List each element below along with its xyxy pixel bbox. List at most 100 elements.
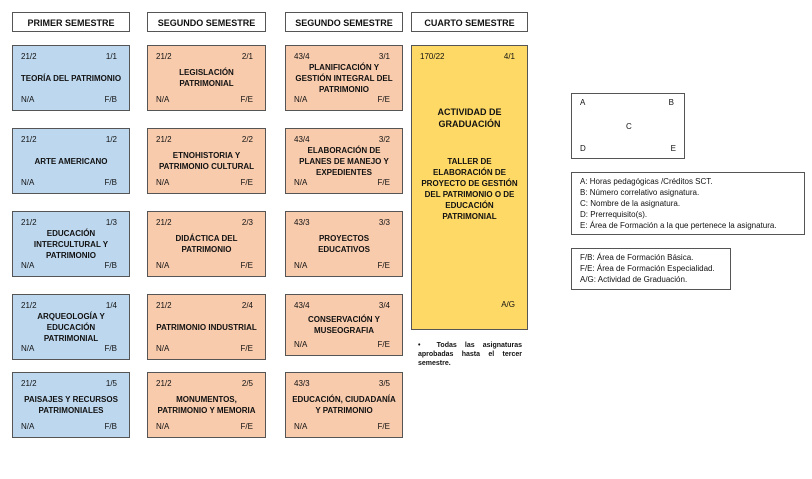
card-area: F/E — [377, 95, 390, 104]
card-course-name: EDUCACIÓN, CIUDADANÍA Y PATRIMONIO — [292, 395, 396, 415]
card-area: F/E — [240, 95, 253, 104]
area-item: F/B: Área de Formación Básica. — [580, 253, 694, 262]
legend-item: C: Nombre de la asignatura. — [580, 199, 681, 208]
card-area: F/E — [377, 178, 390, 187]
graduation-subtitle: TALLER DE ELABORACIÓN DE PROYECTO DE GES… — [421, 157, 518, 221]
card-number: 1/4 — [105, 301, 117, 310]
course-card-2-4: 21/2 2/4 PATRIMONIO INDUSTRIAL N/A F/E — [147, 294, 266, 360]
card-prerequisite: N/A — [156, 261, 170, 270]
card-area: F/E — [240, 178, 253, 187]
card-area: F/B — [104, 95, 117, 104]
card-prerequisite: N/A — [156, 178, 170, 187]
card-hours-credits: 21/2 — [21, 218, 37, 227]
card-prerequisite: N/A — [156, 344, 170, 353]
course-card-1-5: 21/2 1/5 PAISAJES Y RECURSOS PATRIMONIAL… — [12, 372, 130, 438]
legend-key-b: B — [668, 98, 674, 107]
card-hours-credits: 21/2 — [156, 301, 172, 310]
legend-key-e: E — [670, 144, 676, 153]
course-card-3-2: 43/4 3/2 ELABORACIÓN DE PLANES DE MANEJO… — [285, 128, 403, 194]
card-number: 1/1 — [105, 52, 117, 61]
header-semester-1: PRIMER SEMESTRE — [12, 12, 130, 32]
card-number: 1/5 — [105, 379, 117, 388]
course-card-1-3: 21/2 1/3 EDUCACIÓN INTERCULTURAL Y PATRI… — [12, 211, 130, 277]
course-card-1-4: 21/2 1/4 ARQUEOLOGÍA Y EDUCACIÓN PATRIMO… — [12, 294, 130, 360]
area-legend: F/B: Área de Formación Básica. F/E: Área… — [571, 248, 731, 290]
graduation-card: 170/22 4/1 ACTIVIDAD DE GRADUACIÓN TALLE… — [411, 45, 528, 330]
course-card-3-5: 43/3 3/5 EDUCACIÓN, CIUDADANÍA Y PATRIMO… — [285, 372, 403, 438]
card-area: F/E — [240, 422, 253, 431]
card-prerequisite: N/A — [294, 422, 308, 431]
card-number: 3/4 — [378, 301, 390, 310]
card-hours-credits: 21/2 — [21, 52, 37, 61]
card-area: F/B — [104, 422, 117, 431]
card-number: 2/1 — [241, 52, 253, 61]
course-card-2-3: 21/2 2/3 DIDÁCTICA DEL PATRIMONIO N/A F/… — [147, 211, 266, 277]
card-course-name: MONUMENTOS, PATRIMONIO Y MEMORIA — [157, 395, 256, 415]
card-hours-credits: 21/2 — [21, 379, 37, 388]
card-number: 2/3 — [241, 218, 253, 227]
card-hours-credits: 43/3 — [294, 218, 310, 227]
card-prerequisite: N/A — [294, 261, 308, 270]
card-area: F/E — [377, 261, 390, 270]
card-area: F/B — [104, 344, 117, 353]
card-course-name: DIDÁCTICA DEL PATRIMONIO — [175, 234, 238, 254]
course-card-1-1: 21/2 1/1 TEORÍA DEL PATRIMONIO N/A F/B — [12, 45, 130, 111]
header-semester-4: CUARTO SEMESTRE — [411, 12, 528, 32]
card-course-name: TEORÍA DEL PATRIMONIO — [20, 73, 122, 83]
card-area: F/E — [240, 261, 253, 270]
legend-key-c: C — [626, 122, 632, 131]
course-card-2-1: 21/2 2/1 LEGISLACIÓN PATRIMONIAL N/A F/E — [147, 45, 266, 111]
course-card-3-4: 43/4 3/4 CONSERVACIÓN Y MUSEOGRAFIA N/A … — [285, 294, 403, 356]
card-number: 3/1 — [378, 52, 390, 61]
card-prerequisite: N/A — [294, 95, 308, 104]
card-number: 1/2 — [105, 135, 117, 144]
card-course-name: ELABORACIÓN DE PLANES DE MANEJO Y EXPEDI… — [299, 145, 389, 177]
card-hours-credits: 21/2 — [21, 301, 37, 310]
card-course-name: CONSERVACIÓN Y MUSEOGRAFIA — [307, 315, 380, 335]
legend-key-diagram: A B C D E — [571, 93, 685, 159]
header-semester-2: SEGUNDO SEMESTRE — [147, 12, 266, 32]
legend-key-d: D — [580, 144, 586, 153]
card-course-name: PAISAJES Y RECURSOS PATRIMONIALES — [24, 395, 118, 415]
card-course-name: EDUCACIÓN INTERCULTURAL Y PATRIMONIO — [33, 228, 109, 260]
card-number: 3/2 — [378, 135, 390, 144]
area-item: F/E: Área de Formación Especialidad. — [580, 264, 715, 273]
note-text: Todas las asignaturas aprobadas hasta el… — [418, 342, 522, 367]
graduation-title: ACTIVIDAD DE GRADUACIÓN — [437, 107, 502, 129]
card-number: 1/3 — [105, 218, 117, 227]
card-prerequisite: N/A — [294, 340, 308, 349]
card-hours-credits: 43/4 — [294, 135, 310, 144]
card-area: A/G — [501, 300, 515, 309]
card-area: F/E — [377, 422, 390, 431]
card-area: F/E — [377, 340, 390, 349]
card-prerequisite: N/A — [156, 422, 170, 431]
card-number: 3/5 — [378, 379, 390, 388]
card-prerequisite: N/A — [156, 95, 170, 104]
course-card-3-3: 43/3 3/3 PROYECTOS EDUCATIVOS N/A F/E — [285, 211, 403, 277]
card-prerequisite: N/A — [21, 178, 35, 187]
card-number: 2/2 — [241, 135, 253, 144]
legend-item: E: Área de Formación a la que pertenece … — [580, 221, 777, 230]
card-prerequisite: N/A — [21, 95, 35, 104]
card-prerequisite: N/A — [294, 178, 308, 187]
card-number: 2/4 — [241, 301, 253, 310]
card-prerequisite: N/A — [21, 344, 35, 353]
bullet-icon: • — [418, 342, 437, 349]
card-hours-credits: 21/2 — [21, 135, 37, 144]
card-hours-credits: 21/2 — [156, 218, 172, 227]
card-course-name: PROYECTOS EDUCATIVOS — [318, 234, 370, 254]
card-number: 4/1 — [503, 52, 515, 61]
legend-definitions: A: Horas pedagógicas /Créditos SCT. B: N… — [571, 172, 805, 235]
card-course-name: LEGISLACIÓN PATRIMONIAL — [179, 68, 234, 88]
card-course-name: PATRIMONIO INDUSTRIAL — [156, 322, 257, 332]
card-area: F/B — [104, 261, 117, 270]
card-number: 2/5 — [241, 379, 253, 388]
legend-item: A: Horas pedagógicas /Créditos SCT. — [580, 177, 713, 186]
card-course-name: ARTE AMERICANO — [34, 156, 108, 166]
course-card-2-5: 21/2 2/5 MONUMENTOS, PATRIMONIO Y MEMORI… — [147, 372, 266, 438]
legend-key-a: A — [580, 98, 586, 107]
course-card-3-1: 43/4 3/1 PLANIFICACIÓN Y GESTIÓN INTEGRA… — [285, 45, 403, 111]
header-semester-3: SEGUNDO SEMESTRE — [285, 12, 403, 32]
card-area: F/B — [104, 178, 117, 187]
course-card-2-2: 21/2 2/2 ETNOHISTORIA Y PATRIMONIO CULTU… — [147, 128, 266, 194]
